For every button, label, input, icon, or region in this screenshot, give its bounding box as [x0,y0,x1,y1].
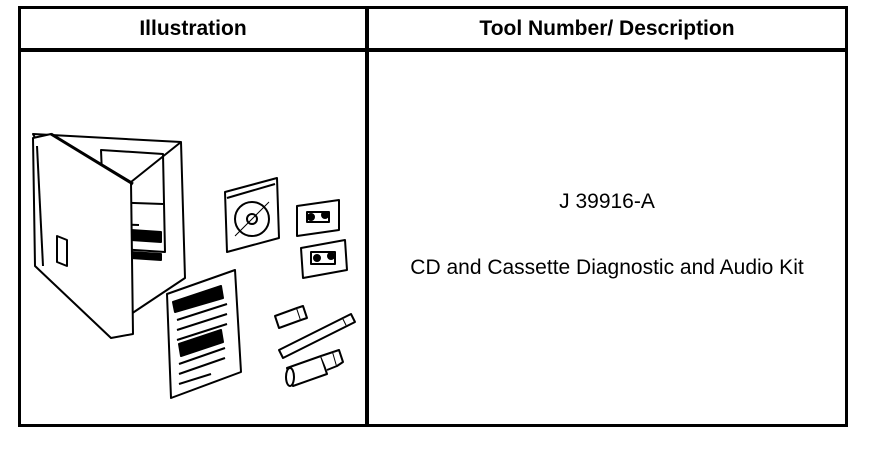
tool-number: J 39916-A [559,190,655,213]
tool-table: Illustration Tool Number/ Description [18,6,848,427]
diagnostic-audio-kit-icon [32,132,356,399]
header-divider [21,48,845,52]
tool-description: CD and Cassette Diagnostic and Audio Kit [410,256,804,279]
header-illustration: Illustration [139,16,247,40]
illustration-cell [21,52,365,424]
column-divider [365,9,369,424]
description-cell: J 39916-A CD and Cassette Diagnostic and… [369,52,845,424]
header-tool-description: Tool Number/ Description [479,16,735,40]
